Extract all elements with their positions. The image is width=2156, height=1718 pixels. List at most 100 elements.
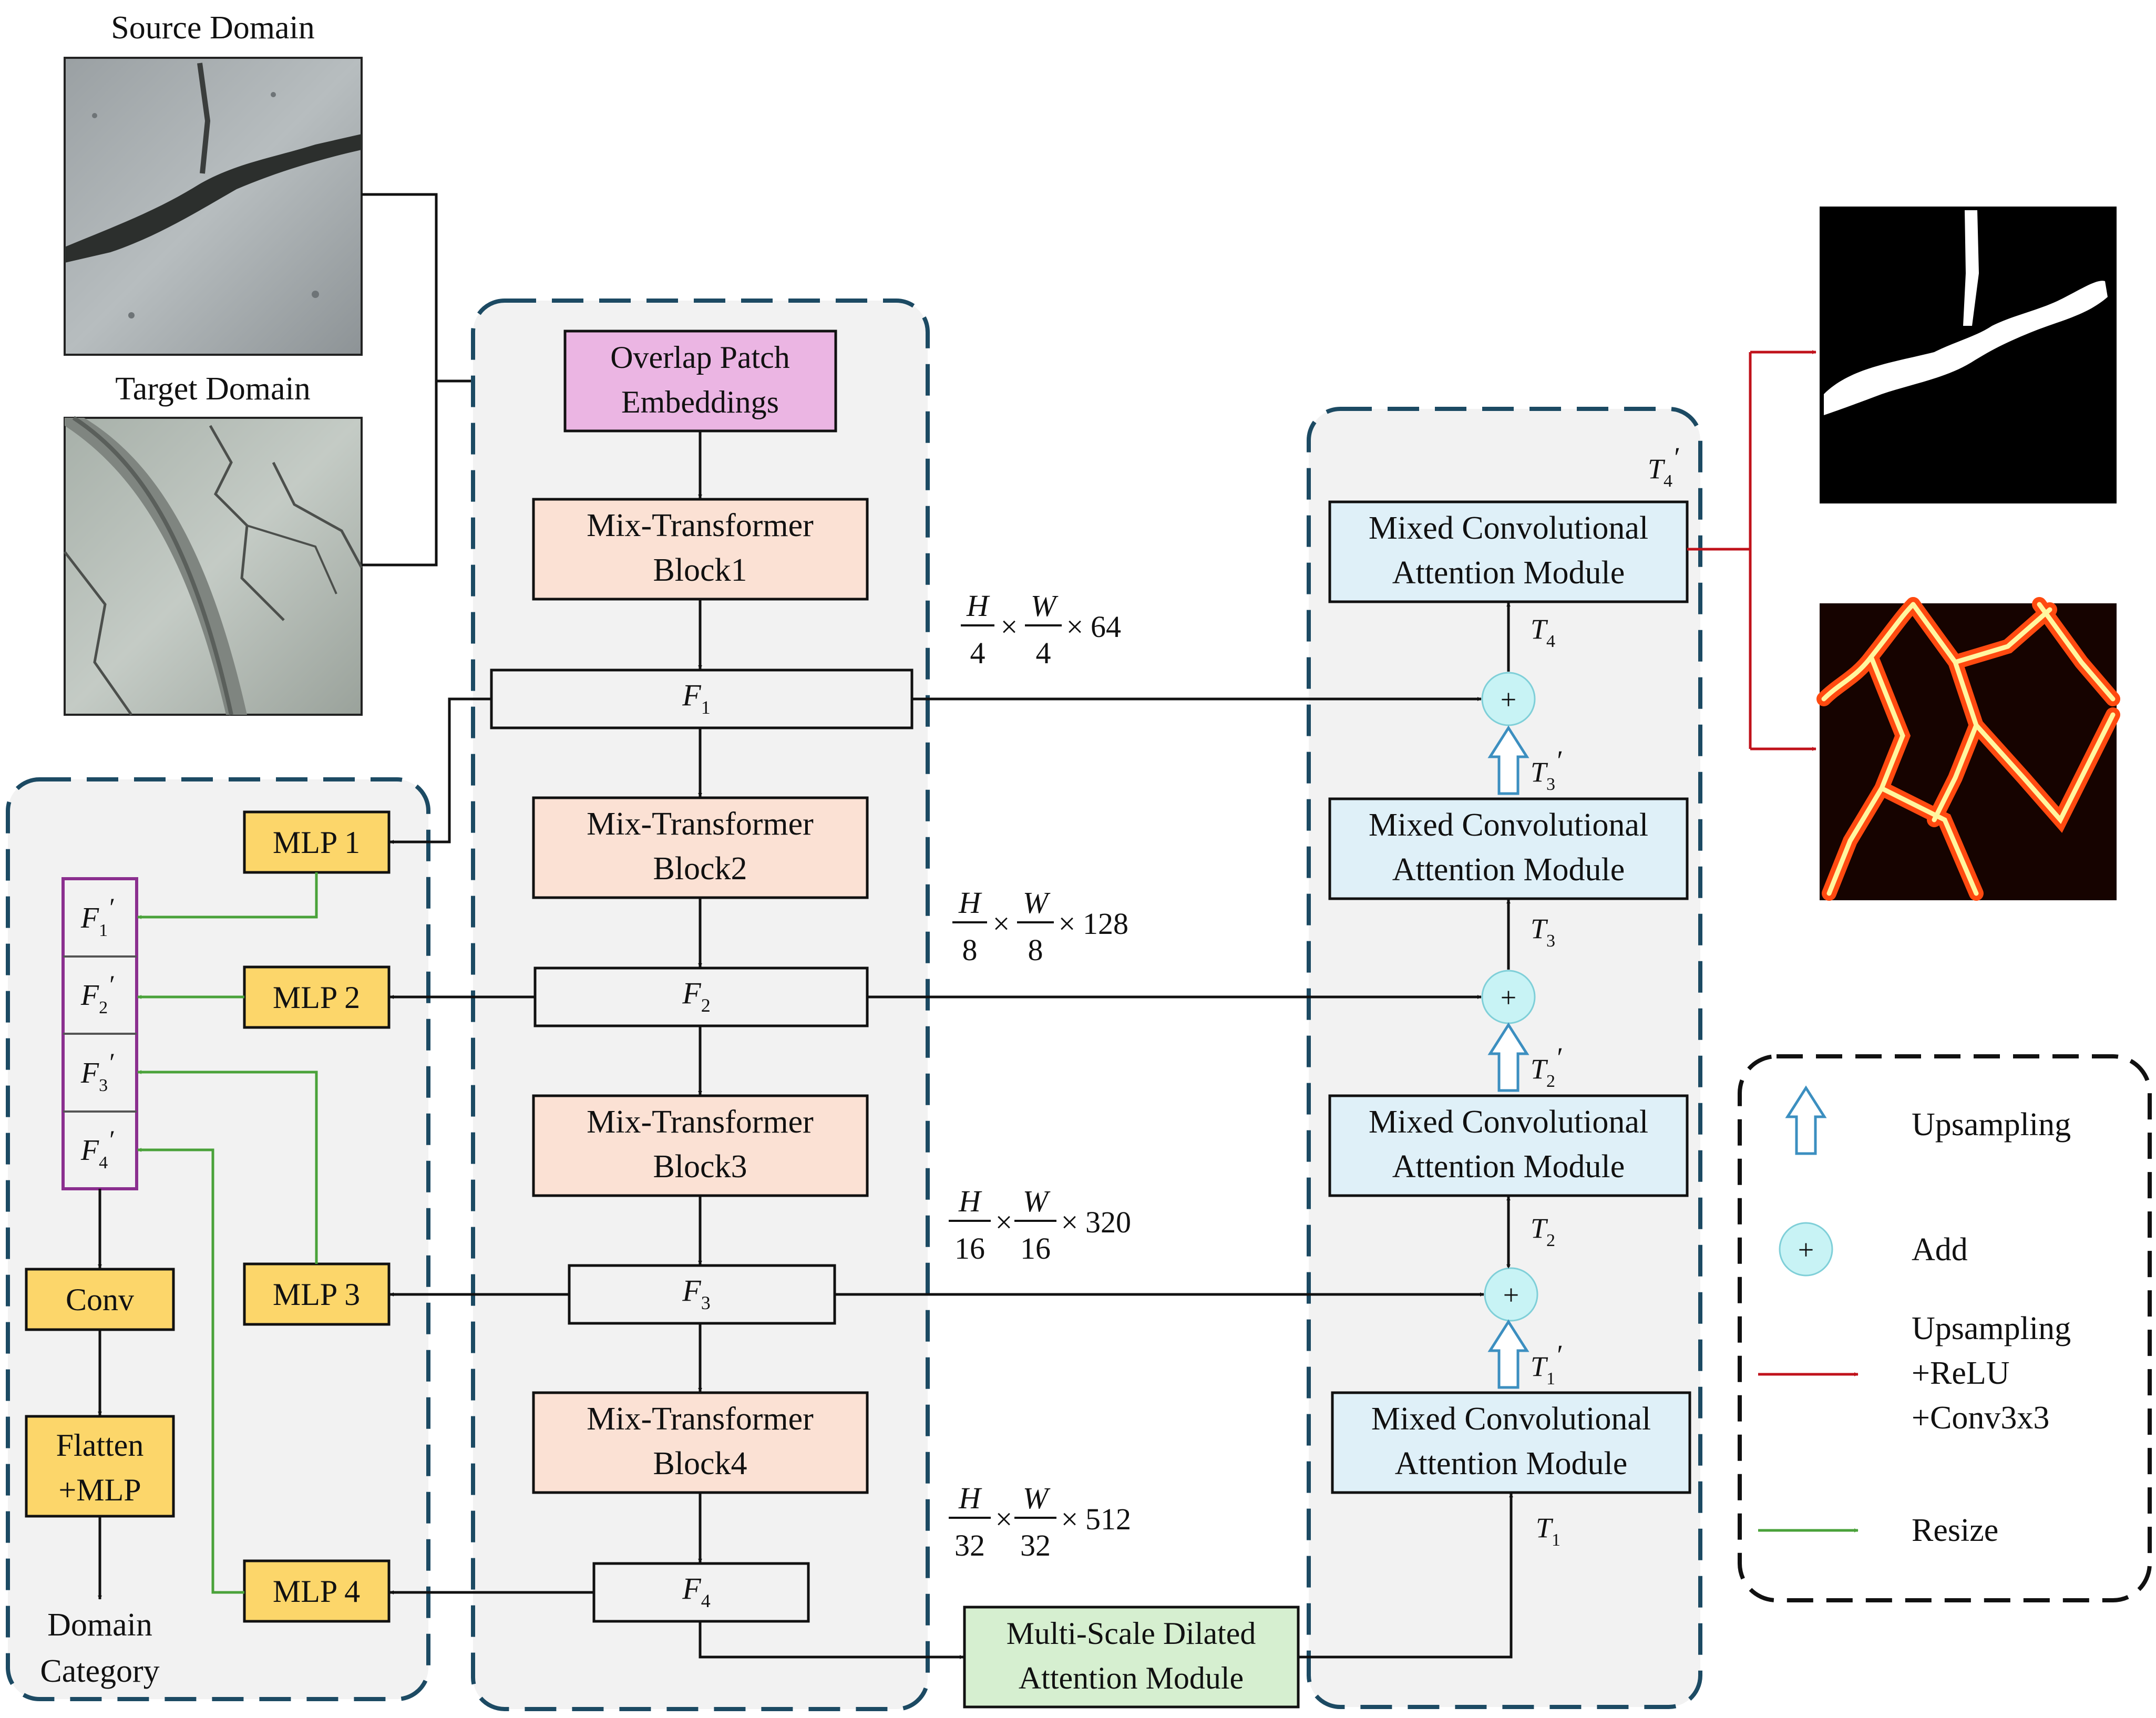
mlp-4-box: MLP 4 — [243, 1559, 391, 1623]
svg-text:320: 320 — [1085, 1205, 1131, 1239]
feature-f4-box: F4 — [592, 1562, 810, 1623]
mit-block-1-line2: Block1 — [653, 552, 747, 588]
mit-block-2-line2: Block2 — [653, 851, 747, 887]
flatten-mlp-box: Flatten +MLP — [25, 1415, 175, 1518]
svg-text:Upsampling: Upsampling — [1912, 1107, 2071, 1143]
svg-text:Multi-Scale Dilated: Multi-Scale Dilated — [1007, 1616, 1256, 1651]
conv-box: Conv — [25, 1268, 175, 1331]
scale-annotation-1: H 4 × W 4 × 64 — [961, 589, 1121, 670]
svg-text:4: 4 — [970, 636, 985, 670]
add-node-1: + — [1484, 1267, 1538, 1322]
mlp-2-box: MLP 2 — [243, 965, 391, 1029]
mit-block-3-line1: Mix-Transformer — [587, 1104, 814, 1140]
resized-f2-label: F2′ — [80, 970, 114, 1017]
svg-text:64: 64 — [1091, 610, 1121, 644]
scale-annotation-4: H 32 × W 32 × 512 — [949, 1481, 1131, 1562]
domain-category-line2: Category — [40, 1653, 159, 1689]
add-icon — [1779, 1222, 1833, 1277]
patch-embeddings-line2: Embeddings — [621, 385, 779, 419]
scale-annotation-3: H 16 × W 16 × 320 — [949, 1184, 1131, 1266]
svg-text:Attention Module: Attention Module — [1395, 1446, 1628, 1482]
svg-text:Attention Module: Attention Module — [1392, 852, 1625, 888]
source-domain-label: Source Domain — [111, 10, 314, 46]
mit-block-1: Mix-Transformer Block1 — [532, 498, 869, 601]
upsample-arrow-icon — [1785, 1085, 1827, 1155]
patch-embeddings-box: Overlap Patch Embeddings — [563, 330, 837, 433]
feature-f1-label: F1 — [682, 678, 710, 718]
svg-text:H: H — [958, 886, 982, 920]
svg-text:Flatten: Flatten — [56, 1428, 144, 1463]
segmentation-mask-image — [1820, 207, 2117, 503]
t4-label: T4 — [1531, 613, 1555, 651]
svg-text:4: 4 — [1036, 636, 1051, 670]
mit-block-2-line1: Mix-Transformer — [587, 806, 814, 842]
legend-add: + Add — [1779, 1222, 1968, 1277]
mit-block-4: Mix-Transformer Block4 — [532, 1391, 869, 1494]
svg-text:Upsampling: Upsampling — [1912, 1311, 2071, 1346]
feature-f1-box: F1 — [490, 668, 913, 729]
svg-text:Mixed Convolutional: Mixed Convolutional — [1371, 1401, 1651, 1437]
source-domain-image — [64, 57, 363, 356]
legend-resize: Resize — [1758, 1513, 1998, 1548]
svg-text:W: W — [1023, 1184, 1051, 1218]
svg-text:Mixed Convolutional: Mixed Convolutional — [1369, 1104, 1648, 1140]
mlp-3-box: MLP 3 — [243, 1262, 391, 1326]
svg-text:H: H — [958, 1184, 982, 1218]
svg-text:Attention Module: Attention Module — [1392, 1149, 1625, 1185]
upsample-arrows — [1487, 725, 1529, 1389]
svg-text:H: H — [958, 1481, 982, 1515]
svg-text:+ReLU: +ReLU — [1912, 1355, 2009, 1391]
svg-text:MLP 2: MLP 2 — [273, 980, 360, 1015]
feature-f3-label: F3 — [682, 1273, 710, 1313]
svg-text:32: 32 — [1020, 1528, 1051, 1562]
target-domain-image — [64, 416, 363, 716]
mit-block-4-line2: Block4 — [653, 1446, 747, 1482]
mlp-1-box: MLP 1 — [243, 810, 391, 874]
svg-text:8: 8 — [1028, 933, 1043, 967]
svg-text:8: 8 — [962, 933, 978, 967]
svg-text:×: × — [995, 1502, 1013, 1536]
svg-text:+MLP: +MLP — [58, 1473, 141, 1507]
t-labels: T1 T1′ T2 T2′ T3 T3′ T4 T4′ — [1531, 441, 1679, 1550]
t2-prime-label: T2′ — [1531, 1042, 1562, 1091]
mcam-4-box: Mixed Convolutional Attention Module — [1328, 500, 1689, 603]
feature-f4-label: F4 — [682, 1571, 710, 1611]
svg-text:×: × — [1001, 610, 1018, 644]
mit-block-1-line1: Mix-Transformer — [587, 508, 814, 543]
svg-text:Conv: Conv — [66, 1282, 134, 1317]
scale-annotation-2: H 8 × W 8 × 128 — [952, 886, 1128, 967]
svg-text:16: 16 — [954, 1231, 985, 1266]
heatmap-image — [1816, 597, 2120, 901]
mcam-3-box: Mixed Convolutional Attention Module — [1328, 797, 1689, 900]
t3-label: T3 — [1531, 913, 1555, 951]
mit-block-3: Mix-Transformer Block3 — [532, 1094, 869, 1197]
svg-text:Attention Module: Attention Module — [1392, 555, 1625, 591]
svg-text:+Conv3x3: +Conv3x3 — [1912, 1400, 2049, 1436]
svg-text:Add: Add — [1912, 1232, 1968, 1268]
svg-text:×: × — [1066, 610, 1084, 644]
svg-text:+: + — [1501, 982, 1516, 1013]
mcam-1-box: Mixed Convolutional Attention Module — [1331, 1391, 1691, 1494]
feature-f2-label: F2 — [682, 976, 710, 1016]
feature-f3-box: F3 — [568, 1264, 836, 1325]
t1-prime-label: T1′ — [1531, 1339, 1562, 1388]
resized-feature-stack: F1′ F2′ F3′ F4′ — [61, 877, 138, 1190]
add-node-3: + — [1481, 672, 1536, 726]
svg-text:Mixed Convolutional: Mixed Convolutional — [1369, 807, 1648, 843]
mcam-2-box: Mixed Convolutional Attention Module — [1328, 1094, 1689, 1197]
mit-block-4-line1: Mix-Transformer — [587, 1401, 814, 1437]
svg-text:Attention Module: Attention Module — [1019, 1661, 1244, 1695]
svg-text:16: 16 — [1020, 1231, 1051, 1266]
svg-text:W: W — [1023, 1481, 1051, 1515]
f4-to-msdam-arrow — [699, 1493, 1513, 1659]
resized-f3-label: F3′ — [80, 1047, 114, 1095]
t3-prime-label: T3′ — [1531, 745, 1562, 794]
resized-f4-label: F4′ — [80, 1125, 114, 1172]
svg-text:Mixed Convolutional: Mixed Convolutional — [1369, 510, 1648, 546]
svg-text:MLP 3: MLP 3 — [273, 1277, 360, 1312]
svg-text:×: × — [993, 907, 1010, 941]
t1-label: T1 — [1536, 1512, 1560, 1550]
svg-text:128: 128 — [1083, 907, 1128, 941]
domain-category-line1: Domain — [47, 1607, 152, 1643]
